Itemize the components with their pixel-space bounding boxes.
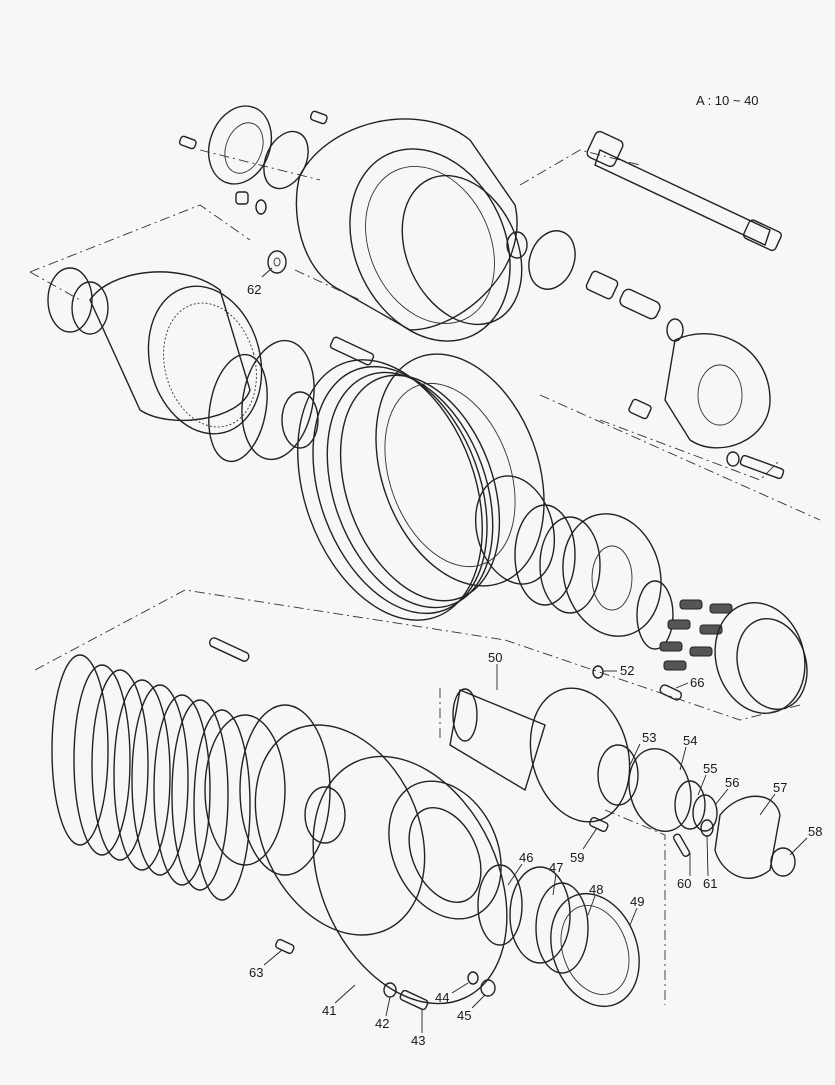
callout-63: 63: [249, 965, 264, 980]
callout-53: 53: [642, 730, 657, 745]
callout-49: 49: [630, 894, 645, 909]
callout-48: 48: [589, 882, 604, 897]
callout-44: 44: [435, 990, 450, 1005]
callout-57: 57: [773, 780, 788, 795]
callout-62: 62: [247, 282, 262, 297]
callout-58: 58: [808, 824, 823, 839]
callout-59: 59: [570, 850, 585, 865]
ring-gear: [47, 267, 263, 435]
clutch-drum: [297, 353, 545, 621]
planetary-housing: [295, 118, 523, 342]
leader-lines: [261, 267, 808, 1033]
callout-55: 55: [703, 761, 718, 776]
torque-note: A : 10 ~ 40: [696, 93, 759, 108]
callout-43: 43: [411, 1033, 426, 1048]
springs: [659, 599, 733, 671]
output-shaft: [449, 687, 631, 823]
end-cover: [199, 105, 321, 185]
turbine-cone: [312, 755, 508, 1005]
callout-47: 47: [549, 860, 564, 875]
callout-66: 66: [690, 675, 705, 690]
callout-46: 46: [519, 850, 534, 865]
callout-41: 41: [322, 1003, 337, 1018]
callout-52: 52: [620, 663, 635, 678]
input-shaft: [586, 130, 782, 252]
clutch-plates: [51, 654, 331, 901]
callout-60: 60: [677, 876, 692, 891]
callout-45: 45: [457, 1008, 472, 1023]
callout-50: 50: [488, 650, 503, 665]
callout-54: 54: [683, 733, 698, 748]
callout-56: 56: [725, 775, 740, 790]
callout-42: 42: [375, 1016, 390, 1031]
callout-61: 61: [703, 876, 718, 891]
